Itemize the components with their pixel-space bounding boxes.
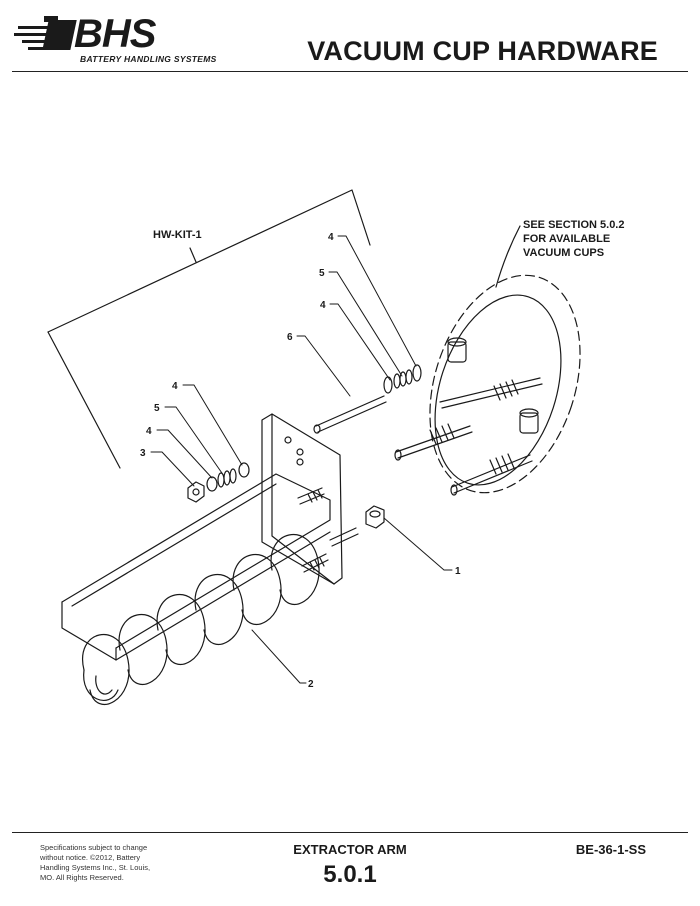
- logo-wordmark: BHS: [74, 12, 156, 56]
- logo-subtitle: BATTERY HANDLING SYSTEMS: [80, 54, 217, 64]
- callout-left-3: 3: [140, 448, 146, 459]
- callout-right-5: 5: [319, 268, 325, 279]
- callout-item-6: 6: [287, 332, 293, 343]
- bhs-logo: BHS BATTERY HANDLING SYSTEMS: [14, 10, 217, 68]
- note-line-3: VACUUM CUPS: [523, 247, 604, 259]
- extractor-arm-channel: [61, 473, 359, 661]
- callout-left-4-bottom: 4: [146, 426, 152, 437]
- nut-item-1: [365, 505, 385, 529]
- right-washer-stack: [383, 364, 422, 394]
- left-washer-stack: [187, 462, 250, 503]
- coil-item-2: [82, 533, 320, 705]
- callout-left-4-top: 4: [172, 381, 178, 392]
- battery-logo-icon: [14, 16, 77, 50]
- section-number: 5.0.1: [323, 861, 377, 888]
- footer-title: EXTRACTOR ARM: [293, 842, 407, 857]
- copyright-line: Specifications subject to change: [40, 843, 148, 852]
- part-code: BE-36-1-SS: [575, 842, 646, 857]
- rod-item-6: [313, 395, 387, 434]
- header-divider: [12, 71, 688, 72]
- mounting-plate: [261, 413, 343, 585]
- copyright-line: without notice. ©2012, Battery: [40, 853, 141, 862]
- footer-divider: [12, 832, 688, 833]
- copyright-line: Handling Systems Inc., St. Louis,: [40, 863, 151, 872]
- note-line-2: FOR AVAILABLE: [523, 233, 610, 245]
- hw-kit-bracket: [47, 189, 371, 469]
- exploded-parts-drawing: HW-KIT-1 SEE SECTION 5.0.2 FOR AVAILABLE…: [47, 189, 624, 705]
- vacuum-cup-outline: [429, 225, 581, 494]
- kit-label: HW-KIT-1: [153, 229, 202, 241]
- cup-fittings: [394, 337, 543, 496]
- callout-item-2: 2: [308, 679, 314, 690]
- note-line-1: SEE SECTION 5.0.2: [523, 219, 624, 231]
- callout-left-5: 5: [154, 403, 160, 414]
- leader-lines: [150, 235, 453, 684]
- callout-right-4-top: 4: [328, 232, 334, 243]
- callout-item-1: 1: [455, 566, 461, 577]
- copyright-line: MO. All Rights Reserved.: [40, 873, 124, 882]
- copyright-notice: Specifications subject to change without…: [40, 843, 190, 883]
- page-title: VACUUM CUP HARDWARE: [307, 36, 658, 66]
- callout-right-4-bottom: 4: [320, 300, 326, 311]
